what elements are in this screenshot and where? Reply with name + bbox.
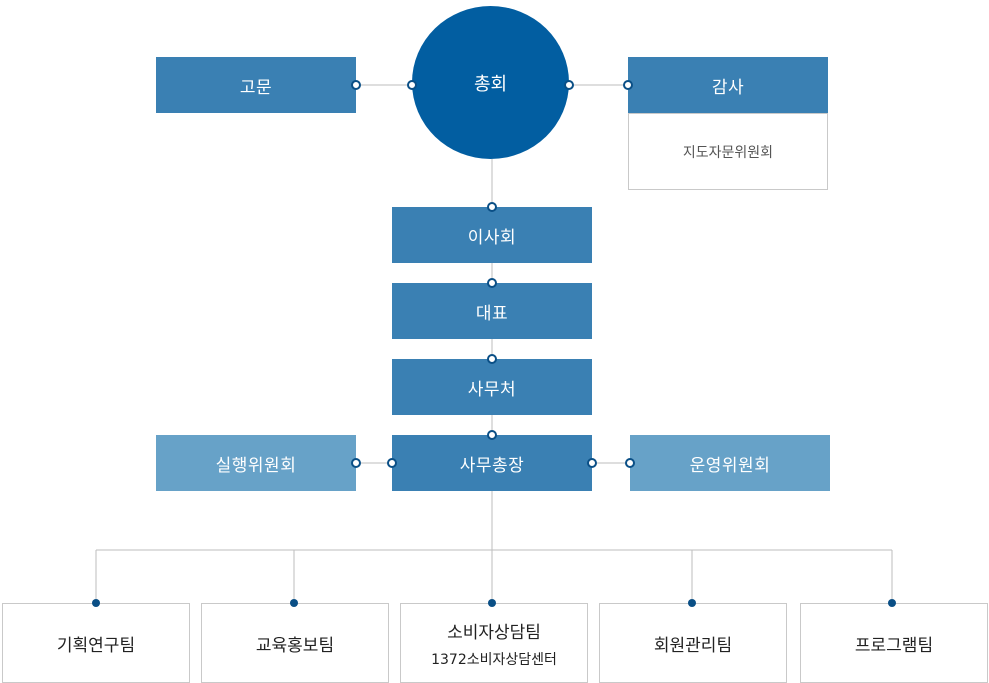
executive-committee-box: 실행위원회 <box>156 435 356 491</box>
advisor-box: 고문 <box>156 57 356 113</box>
team-label: 기획연구팀 <box>56 635 136 656</box>
connector-dot <box>625 458 635 468</box>
team-box-membership: 회원관리팀 <box>599 603 787 683</box>
ceo-label: 대표 <box>475 303 509 324</box>
audit-label: 감사 <box>711 77 745 98</box>
connector-dot <box>623 80 633 90</box>
connector-dot <box>487 430 497 440</box>
team-connector-dot <box>290 599 298 607</box>
general-meeting-circle: 총회 <box>412 6 569 159</box>
office-label: 사무처 <box>467 379 517 400</box>
advisor-label: 고문 <box>239 77 273 98</box>
team-label: 소비자상담팀 <box>447 622 541 643</box>
operations-committee-box: 운영위원회 <box>630 435 830 491</box>
team-label: 교육홍보팀 <box>255 635 335 656</box>
ceo-box: 대표 <box>392 283 592 339</box>
connector-dot <box>564 80 574 90</box>
secretary-general-box: 사무총장 <box>392 435 592 491</box>
connector-dot <box>351 80 361 90</box>
operations-committee-label: 운영위원회 <box>689 455 771 476</box>
team-connector-dot <box>488 599 496 607</box>
connector-dot <box>407 80 417 90</box>
executive-committee-label: 실행위원회 <box>215 455 297 476</box>
team-sublabel: 1372소비자상담센터 <box>431 651 557 668</box>
audit-sub-box: 지도자문위원회 <box>628 113 828 190</box>
connector-dot <box>487 354 497 364</box>
audit-box: 감사 <box>628 57 828 113</box>
general-meeting-label: 총회 <box>473 73 508 95</box>
board-box: 이사회 <box>392 207 592 263</box>
connector-dot <box>387 458 397 468</box>
board-label: 이사회 <box>467 227 517 248</box>
team-box-program: 프로그램팀 <box>800 603 988 683</box>
connector-dot <box>487 278 497 288</box>
team-box-education: 교육홍보팀 <box>201 603 389 683</box>
team-connector-dot <box>688 599 696 607</box>
connector-dot <box>587 458 597 468</box>
connector-dot <box>487 202 497 212</box>
team-connector-dot <box>92 599 100 607</box>
connector-dot <box>351 458 361 468</box>
team-label: 프로그램팀 <box>854 635 934 656</box>
team-box-planning: 기획연구팀 <box>2 603 190 683</box>
team-label: 회원관리팀 <box>653 635 733 656</box>
audit-sub-label: 지도자문위원회 <box>682 144 774 161</box>
team-box-consumer-counsel: 소비자상담팀 1372소비자상담센터 <box>400 603 588 683</box>
office-box: 사무처 <box>392 359 592 415</box>
team-connector-dot <box>888 599 896 607</box>
secretary-general-label: 사무총장 <box>459 455 525 476</box>
